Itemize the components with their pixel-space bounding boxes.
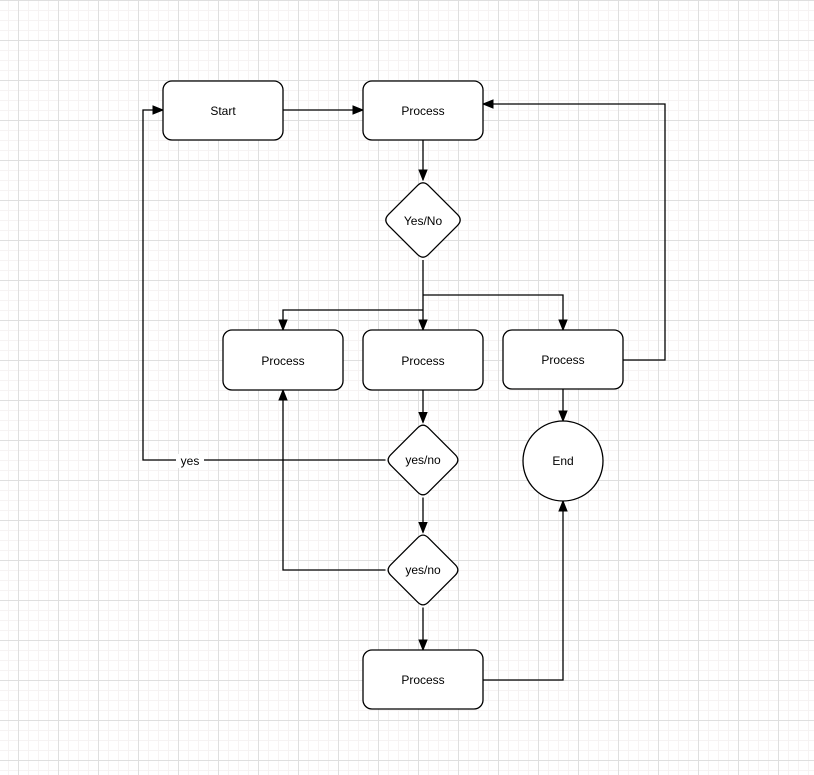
edge-label-yes[interactable]: yes xyxy=(176,454,204,468)
edge-label-yes-bg xyxy=(176,454,204,468)
node-end-shape[interactable] xyxy=(522,420,604,502)
node-decision-main-shape[interactable] xyxy=(385,182,461,258)
node-process-left-shape[interactable] xyxy=(222,329,344,391)
node-decision-main-label: Yes/No xyxy=(404,214,443,228)
node-process-bottom[interactable]: Process xyxy=(362,649,484,710)
node-process-top[interactable]: Process xyxy=(362,80,484,141)
node-process-middle-label: Process xyxy=(401,354,444,368)
node-process-middle[interactable]: Process xyxy=(362,329,484,391)
node-process-middle-shape[interactable] xyxy=(362,329,484,391)
node-process-right[interactable]: Process xyxy=(502,329,624,390)
node-process-right-shape[interactable] xyxy=(502,329,624,390)
edge-process-right-to-process-top[interactable] xyxy=(483,104,666,361)
node-process-top-shape[interactable] xyxy=(362,80,484,141)
node-process-top-label: Process xyxy=(401,104,444,118)
edge-decision-1-to-start[interactable] xyxy=(142,110,386,461)
edge-label-yes-text: yes xyxy=(181,454,200,468)
edge-decision-main-to-process-right[interactable] xyxy=(423,294,563,330)
node-decision-1-label: yes/no xyxy=(405,453,441,467)
edge-decision-2-to-process-left[interactable] xyxy=(283,390,386,571)
edge-process-bottom-to-end[interactable] xyxy=(483,501,563,681)
node-start[interactable]: Start xyxy=(162,80,284,141)
node-end-label: End xyxy=(552,454,573,468)
node-process-right-label: Process xyxy=(541,353,584,367)
node-process-bottom-label: Process xyxy=(401,673,444,687)
node-start-shape[interactable] xyxy=(162,80,284,141)
node-process-left-label: Process xyxy=(261,354,304,368)
node-decision-1[interactable]: yes/no xyxy=(387,424,459,496)
node-decision-2[interactable]: yes/no xyxy=(387,534,459,606)
node-decision-1-shape[interactable] xyxy=(387,424,459,496)
node-decision-2-label: yes/no xyxy=(405,563,441,577)
node-decision-2-shape[interactable] xyxy=(387,534,459,606)
node-start-label: Start xyxy=(210,104,236,118)
node-decision-main[interactable]: Yes/No xyxy=(385,182,461,258)
edge-decision-main-to-process-left[interactable] xyxy=(283,309,423,330)
node-process-left[interactable]: Process xyxy=(222,329,344,391)
node-end[interactable]: End xyxy=(522,420,604,502)
node-process-bottom-shape[interactable] xyxy=(362,649,484,710)
